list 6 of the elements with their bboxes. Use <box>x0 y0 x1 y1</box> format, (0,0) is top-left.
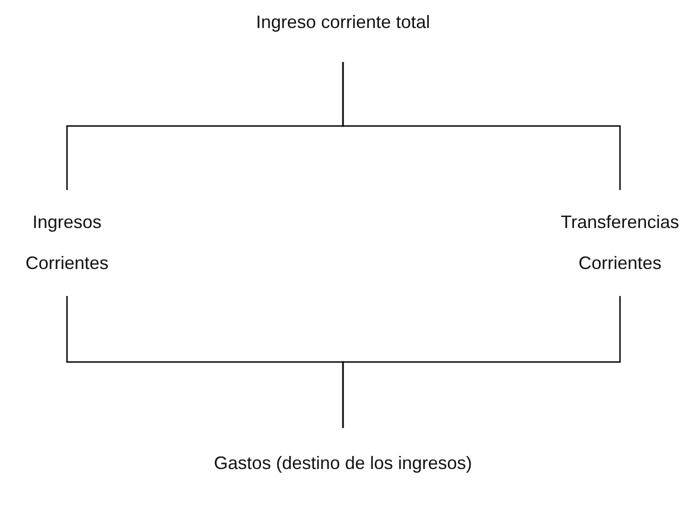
connector-line <box>342 62 621 190</box>
node-label: Ingreso corriente total <box>256 11 430 34</box>
node-label: Transferencias Corrientes <box>560 211 680 275</box>
node-label: Ingresos Corrientes <box>24 211 110 275</box>
connector-line <box>342 296 621 428</box>
node-label: Gastos (destino de los ingresos) <box>214 452 472 475</box>
